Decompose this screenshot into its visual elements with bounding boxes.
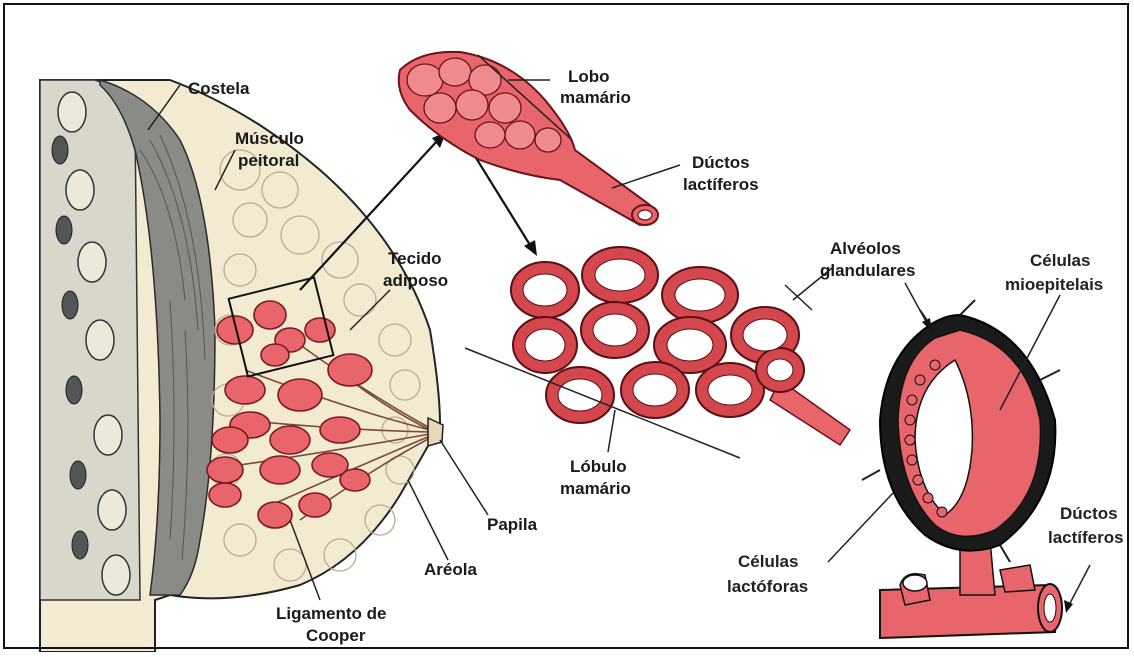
label-tecido-line1: Tecido — [388, 249, 442, 268]
label-ligamento-line1: Ligamento de — [276, 604, 387, 623]
label-musculo-line1: Músculo — [235, 129, 304, 148]
label-ductos-b-line1: Dúctos — [1060, 504, 1118, 523]
label-alveolos-line1: Alvéolos — [830, 239, 901, 258]
label-alveolos-line2: glandulares — [820, 261, 915, 280]
label-lobo-line2: mamário — [560, 88, 631, 107]
alveolus-detail — [828, 283, 1090, 638]
label-ductos-b-line2: lactíferos — [1048, 528, 1124, 547]
label-lobulo-line2: mamário — [560, 479, 631, 498]
label-areola: Aréola — [424, 560, 477, 579]
label-celulas-lac-line2: lactóforas — [727, 577, 808, 596]
label-celulas-lac-line1: Células — [738, 552, 798, 571]
label-lobulo-line1: Lóbulo — [570, 457, 627, 476]
label-ligamento-line2: Cooper — [306, 626, 366, 645]
label-musculo-line2: peitoral — [238, 151, 299, 170]
label-celulas-mio-line1: Células — [1030, 251, 1090, 270]
label-ductos-line1: Dúctos — [692, 153, 750, 172]
label-ductos-line2: lactíferos — [683, 175, 759, 194]
label-tecido-line2: adiposo — [383, 271, 448, 290]
label-lobo-line1: Lobo — [568, 67, 610, 86]
label-costela: Costela — [188, 79, 250, 98]
lobule-detail — [465, 247, 850, 458]
label-celulas-mio-line2: mioepitelais — [1005, 275, 1103, 294]
label-papila: Papila — [487, 515, 538, 534]
